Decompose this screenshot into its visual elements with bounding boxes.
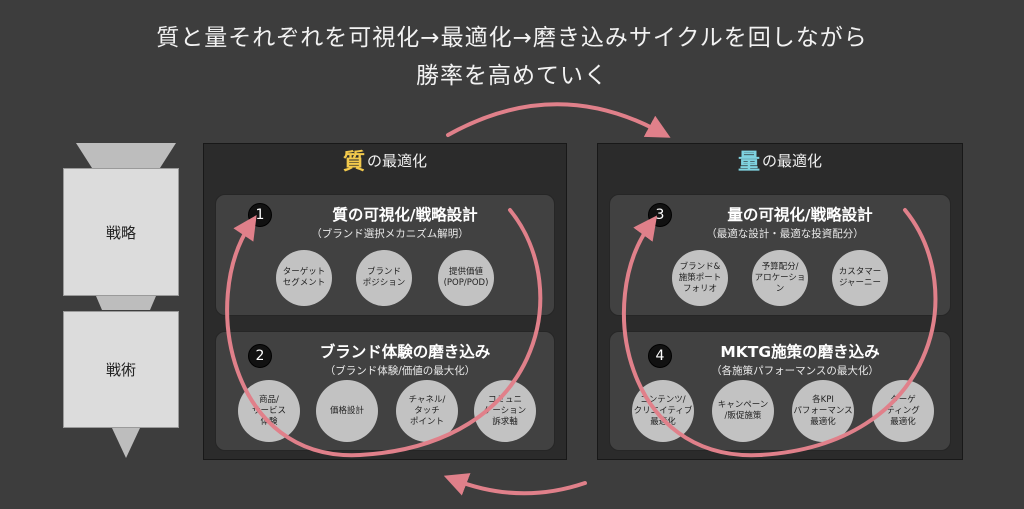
box-quality-visualization: 1 質の可視化/戦略設計 （ブランド選択メカニズム解明） ターゲット セグメント… <box>215 194 555 316</box>
strategy-label: 戦略 <box>105 223 136 242</box>
arrow-top <box>446 102 671 138</box>
item-circle: チャネル/ タッチ ポイント <box>396 380 458 442</box>
header-line-2: 勝率を高めていく <box>416 63 608 89</box>
tactics-label: 戦術 <box>105 361 136 379</box>
quantity-panel-title: 量 の最適化 <box>598 144 962 176</box>
item-circle: 予算配分/ アロケーション <box>752 250 808 306</box>
item-circle: ターゲ ティング 最適化 <box>872 380 934 442</box>
item-circle: 提供価値 (POP/POD) <box>438 250 494 306</box>
quantity-panel: 量 の最適化 3 量の可視化/戦略設計 （最適な設計・最適な投資配分） ブランド… <box>597 143 963 460</box>
strategy-box: 戦略 <box>63 168 179 296</box>
item-circle: カスタマー ジャーニー <box>832 250 888 306</box>
quality-accent-char: 質 <box>342 150 365 175</box>
tactics-box: 戦術 <box>63 311 179 428</box>
item-circle: キャンペーン /販促施策 <box>712 380 774 442</box>
box-quantity-visualization: 3 量の可視化/戦略設計 （最適な設計・最適な投資配分） ブランド& 施策ポート… <box>609 194 951 316</box>
header-line-1: 質と量それぞれを可視化→最適化→磨き込みサイクルを回しながら <box>156 25 868 51</box>
box-title: 量の可視化/戦略設計 <box>727 206 873 224</box>
box-subtitle: （最適な設計・最適な投資配分） <box>706 228 864 240</box>
box-title: MKTG施策の磨き込み <box>720 343 880 361</box>
box-brand-experience: 2 ブランド体験の磨き込み （ブランド体験/価値の最大化） 商品/ サービス 体… <box>215 331 555 451</box>
quality-panel: 質 の最適化 1 質の可視化/戦略設計 （ブランド選択メカニズム解明） ターゲッ… <box>203 143 567 460</box>
item-circle: ブランド& 施策ポート フォリオ <box>672 250 728 306</box>
quantity-panel-title-rest: の最適化 <box>762 151 823 170</box>
item-circle: 価格設計 <box>316 380 378 442</box>
item-circle: 商品/ サービス 体験 <box>238 380 300 442</box>
box-subtitle: （各施策パフォーマンスの最大化） <box>711 365 879 377</box>
item-circle: 各KPI パフォーマンス 最適化 <box>792 380 854 442</box>
box-title: 質の可視化/戦略設計 <box>332 206 478 224</box>
box-subtitle: （ブランド体験/価値の最大化） <box>324 365 476 377</box>
box-title: ブランド体験の磨き込み <box>319 343 491 361</box>
quality-panel-title: 質 の最適化 <box>204 144 566 176</box>
item-circle: ターゲット セグメント <box>276 250 332 306</box>
box-subtitle: （ブランド選択メカニズム解明） <box>311 228 469 240</box>
arrow-bottom <box>443 473 587 496</box>
item-circle: ブランド ポジション <box>356 250 412 306</box>
box-mktg-refinement: 4 MKTG施策の磨き込み （各施策パフォーマンスの最大化） コンテンツ/ クリ… <box>609 331 951 451</box>
quantity-accent-char: 量 <box>737 150 760 175</box>
item-circle: コンテンツ/ クリエイティブ 最適化 <box>632 380 694 442</box>
item-circle: コミュニ ケーション 訴求軸 <box>474 380 536 442</box>
quality-panel-title-rest: の最適化 <box>367 151 428 170</box>
